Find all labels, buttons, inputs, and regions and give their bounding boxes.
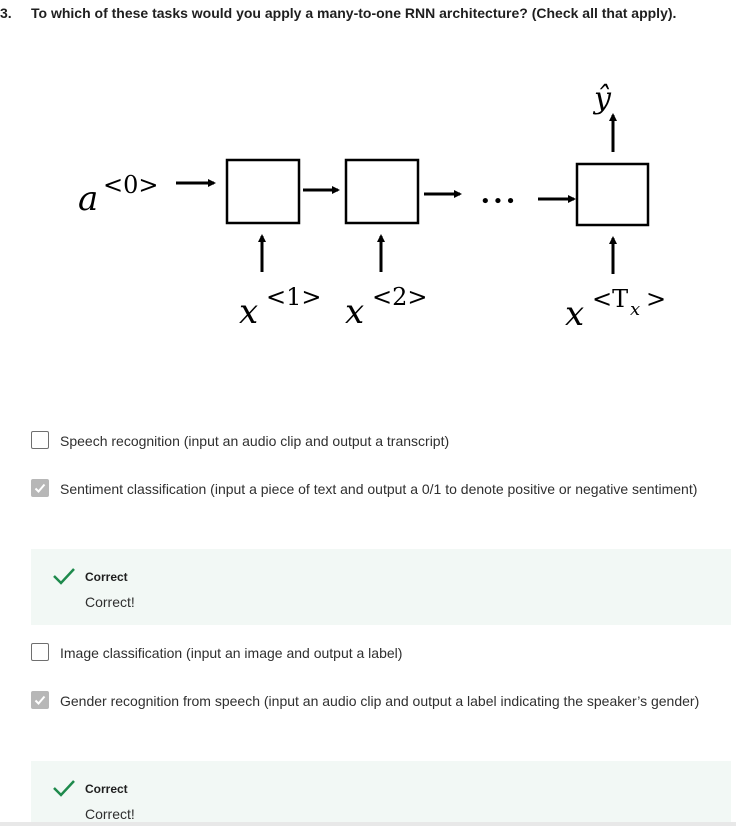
y-hat-label: ŷ <box>592 81 612 116</box>
feedback-2-message: Correct! <box>85 806 135 822</box>
option-speech-recognition[interactable]: Speech recognition (input an audio clip … <box>30 431 710 453</box>
question-text: To which of these tasks would you apply … <box>31 5 677 21</box>
x2-label-sup: <2> <box>372 283 428 311</box>
xT-label-sup-close: > <box>646 285 666 313</box>
bottom-divider <box>0 822 736 826</box>
feedback-2-title: Correct <box>85 782 128 796</box>
option-2-label: Sentiment classification (input a piece … <box>60 481 698 497</box>
xT-label-base: x <box>565 294 584 334</box>
option-3-checkbox[interactable] <box>31 643 49 661</box>
rnn-cell-T <box>575 162 650 227</box>
option-4-label: Gender recognition from speech (input an… <box>60 693 700 709</box>
xT-label-sup-open: <T <box>592 285 628 313</box>
feedback-panel-1: Correct Correct! <box>31 549 731 625</box>
ellipsis: ••• <box>480 191 518 212</box>
x1-label-sup: <1> <box>266 283 322 311</box>
rnn-cell-2 <box>344 158 420 225</box>
option-2-checkbox[interactable] <box>31 479 49 497</box>
check-icon <box>53 568 75 585</box>
check-icon <box>53 780 75 797</box>
checkmark-icon <box>34 695 46 705</box>
option-4-checkbox[interactable] <box>31 691 49 709</box>
option-sentiment-classification[interactable]: Sentiment classification (input a piece … <box>30 479 710 523</box>
option-gender-recognition[interactable]: Gender recognition from speech (input an… <box>30 691 710 735</box>
a0-label-sup: <0> <box>103 171 159 199</box>
feedback-1-message: Correct! <box>85 594 135 610</box>
option-3-label: Image classification (input an image and… <box>60 645 403 661</box>
question-number: 3. <box>0 5 12 21</box>
rnn-diagram: a <0> ••• ŷ x <1> x <2> x <T x > <box>78 81 666 334</box>
xT-label-sup-sub: x <box>630 299 640 320</box>
a0-label-base: a <box>78 179 98 219</box>
x1-label-base: x <box>239 292 258 332</box>
option-image-classification[interactable]: Image classification (input an image and… <box>30 643 710 665</box>
x2-label-base: x <box>345 292 364 332</box>
rnn-cell-1 <box>225 158 301 225</box>
option-1-checkbox[interactable] <box>31 431 49 449</box>
feedback-panel-2: Correct Correct! <box>31 761 731 822</box>
checkmark-icon <box>34 483 46 493</box>
option-1-label: Speech recognition (input an audio clip … <box>60 433 450 449</box>
feedback-1-title: Correct <box>85 570 128 584</box>
